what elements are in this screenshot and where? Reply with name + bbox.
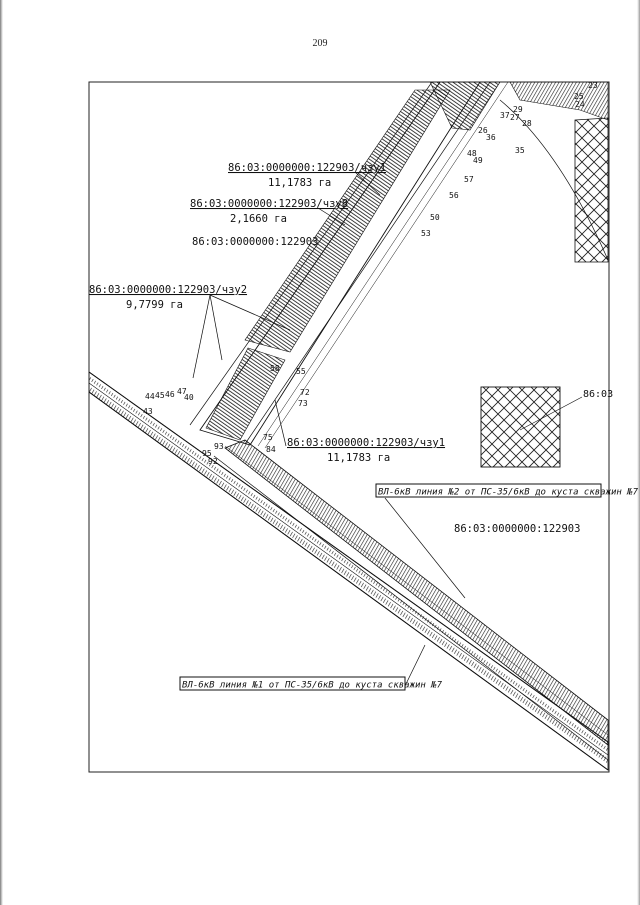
point-number: 93 bbox=[214, 442, 224, 451]
point-number: 48 bbox=[467, 149, 477, 158]
point-numbers: 23 24 25 26 27 28 29 35 36 37 48 49 50 5… bbox=[143, 81, 598, 466]
point-number: 45 bbox=[155, 391, 165, 400]
parcel-label-chzu2: 86:03:0000000:122903/чзу2 bbox=[89, 284, 247, 296]
point-number: 40 bbox=[184, 393, 194, 402]
power-line-2-label: ВЛ-6кВ линия №2 от ПС-35/6кВ до куста ск… bbox=[378, 488, 639, 498]
parcel-label-chzu8: 86:03:0000000:122903/чзу8 bbox=[190, 198, 348, 210]
point-number: 53 bbox=[421, 229, 431, 238]
point-number: 72 bbox=[300, 388, 310, 397]
point-number: 27 bbox=[510, 113, 520, 122]
parcel-area-chzu1-bottom: 11,1783 га bbox=[327, 452, 390, 464]
power-line-1-box bbox=[179, 676, 406, 691]
base-parcel-label-right: 86:03:0000000:122903 bbox=[454, 523, 580, 535]
parcel-area-chzu2: 9,7799 га bbox=[126, 299, 183, 311]
leader-lines bbox=[192, 171, 466, 689]
point-number: 28 bbox=[522, 119, 532, 128]
point-number: 44 bbox=[145, 392, 155, 401]
parcel-area-chzu8: 2,1660 га bbox=[230, 213, 287, 225]
point-number: 55 bbox=[296, 367, 306, 376]
point-number: 92 bbox=[208, 457, 218, 466]
point-number: 36 bbox=[486, 133, 496, 142]
point-number: 49 bbox=[473, 156, 483, 165]
power-line-corridor-2 bbox=[213, 439, 609, 761]
parcel-label-chzu1-bottom: 86:03:0000000:122903/чзу1 bbox=[287, 437, 445, 449]
point-number: 84 bbox=[266, 445, 276, 454]
parcel-label-chzu1-top: 86:03:0000000:122903/чзу1 bbox=[228, 162, 386, 174]
point-number: 50 bbox=[430, 213, 440, 222]
point-number: 43 bbox=[143, 407, 153, 416]
point-number: 56 bbox=[449, 191, 459, 200]
hatched-parcel-leader bbox=[519, 396, 583, 431]
point-number: 37 bbox=[500, 111, 510, 120]
point-number: 26 bbox=[478, 126, 488, 135]
point-number: 73 bbox=[298, 399, 308, 408]
point-number: 46 bbox=[165, 390, 175, 399]
upper-right-features bbox=[499, 82, 609, 263]
power-line-2-box bbox=[375, 483, 602, 498]
point-number: 24 bbox=[575, 100, 585, 109]
power-line-1-label: ВЛ-6кВ линия №1 от ПС-35/6кВ до куста ск… bbox=[182, 681, 443, 691]
parcel-area-chzu1-top: 11,1783 га bbox=[268, 177, 331, 189]
point-number: 57 bbox=[464, 175, 474, 184]
point-number: 75 bbox=[263, 433, 273, 442]
point-number: 35 bbox=[515, 146, 525, 155]
point-number: 58 bbox=[270, 364, 280, 373]
point-number: 25 bbox=[574, 92, 584, 101]
point-number: 95 bbox=[202, 449, 212, 458]
scan-edge-left bbox=[0, 0, 3, 905]
page-number: 209 bbox=[312, 38, 328, 49]
road-corridor bbox=[89, 371, 609, 771]
scan-edge-right bbox=[637, 0, 640, 905]
map-frame bbox=[88, 81, 610, 773]
point-number: 23 bbox=[588, 81, 598, 90]
pipeline-corridor bbox=[189, 82, 509, 449]
base-parcel-label-top: 86:03:0000000:122903 bbox=[192, 236, 318, 248]
point-number: 47 bbox=[177, 387, 187, 396]
hatched-parcel bbox=[480, 386, 561, 468]
hatched-area-label: 86:03 bbox=[583, 389, 613, 400]
point-number: 29 bbox=[513, 105, 523, 114]
